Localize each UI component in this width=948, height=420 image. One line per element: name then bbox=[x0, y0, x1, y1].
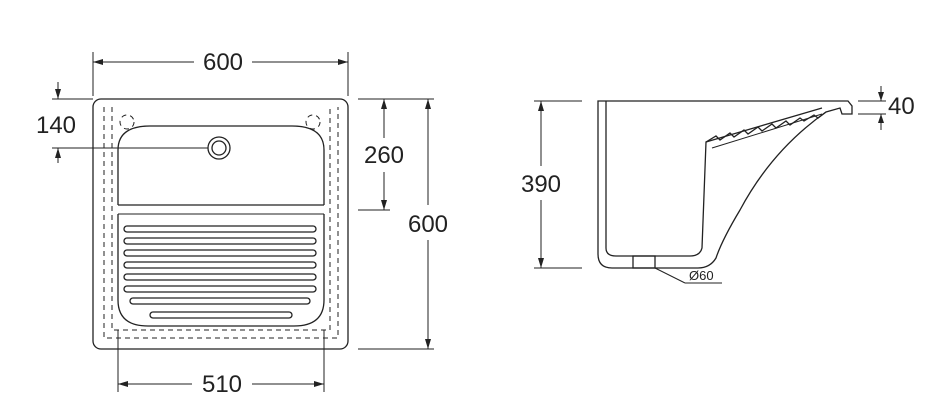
dim-label-bottom-width: 510 bbox=[202, 371, 242, 398]
sink-outline bbox=[92, 98, 349, 350]
washboard-ribs bbox=[123, 225, 317, 319]
dim-label-top-width: 600 bbox=[203, 49, 243, 76]
washboard-profile bbox=[705, 111, 827, 143]
mounting-hole-right bbox=[305, 114, 321, 130]
drain-spigot bbox=[632, 255, 656, 269]
side-inner-wall bbox=[605, 101, 823, 257]
side-outline bbox=[597, 100, 853, 269]
plan-view: 600 600 260 140 bbox=[36, 49, 448, 398]
dim-rim-thickness: 40 bbox=[858, 86, 915, 130]
dim-label-drain-offset: 140 bbox=[36, 112, 76, 139]
dim-top-width: 600 bbox=[92, 49, 349, 96]
side-view: Ø60 390 40 bbox=[521, 86, 915, 284]
dim-overall-depth: 600 bbox=[358, 98, 448, 350]
dim-label-bowl-offset: 260 bbox=[364, 142, 404, 169]
dim-drain-offset: 140 bbox=[36, 82, 208, 163]
cabinet-hidden-outline bbox=[103, 107, 339, 339]
washboard-outline bbox=[117, 214, 325, 327]
dim-bowl-offset: 260 bbox=[358, 99, 404, 211]
dim-label-overall-depth: 600 bbox=[408, 211, 448, 238]
bowl-outline bbox=[117, 125, 325, 205]
dim-label-drain-diameter: Ø60 bbox=[689, 268, 714, 283]
dim-label-rim-thickness: 40 bbox=[888, 93, 915, 120]
drain-hole-inner bbox=[211, 140, 227, 156]
dim-side-height: 390 bbox=[521, 100, 582, 269]
dim-bottom-width: 510 bbox=[117, 330, 325, 398]
mounting-hole-left bbox=[119, 114, 135, 130]
drain-hole bbox=[207, 136, 231, 160]
dim-label-side-height: 390 bbox=[521, 171, 561, 198]
